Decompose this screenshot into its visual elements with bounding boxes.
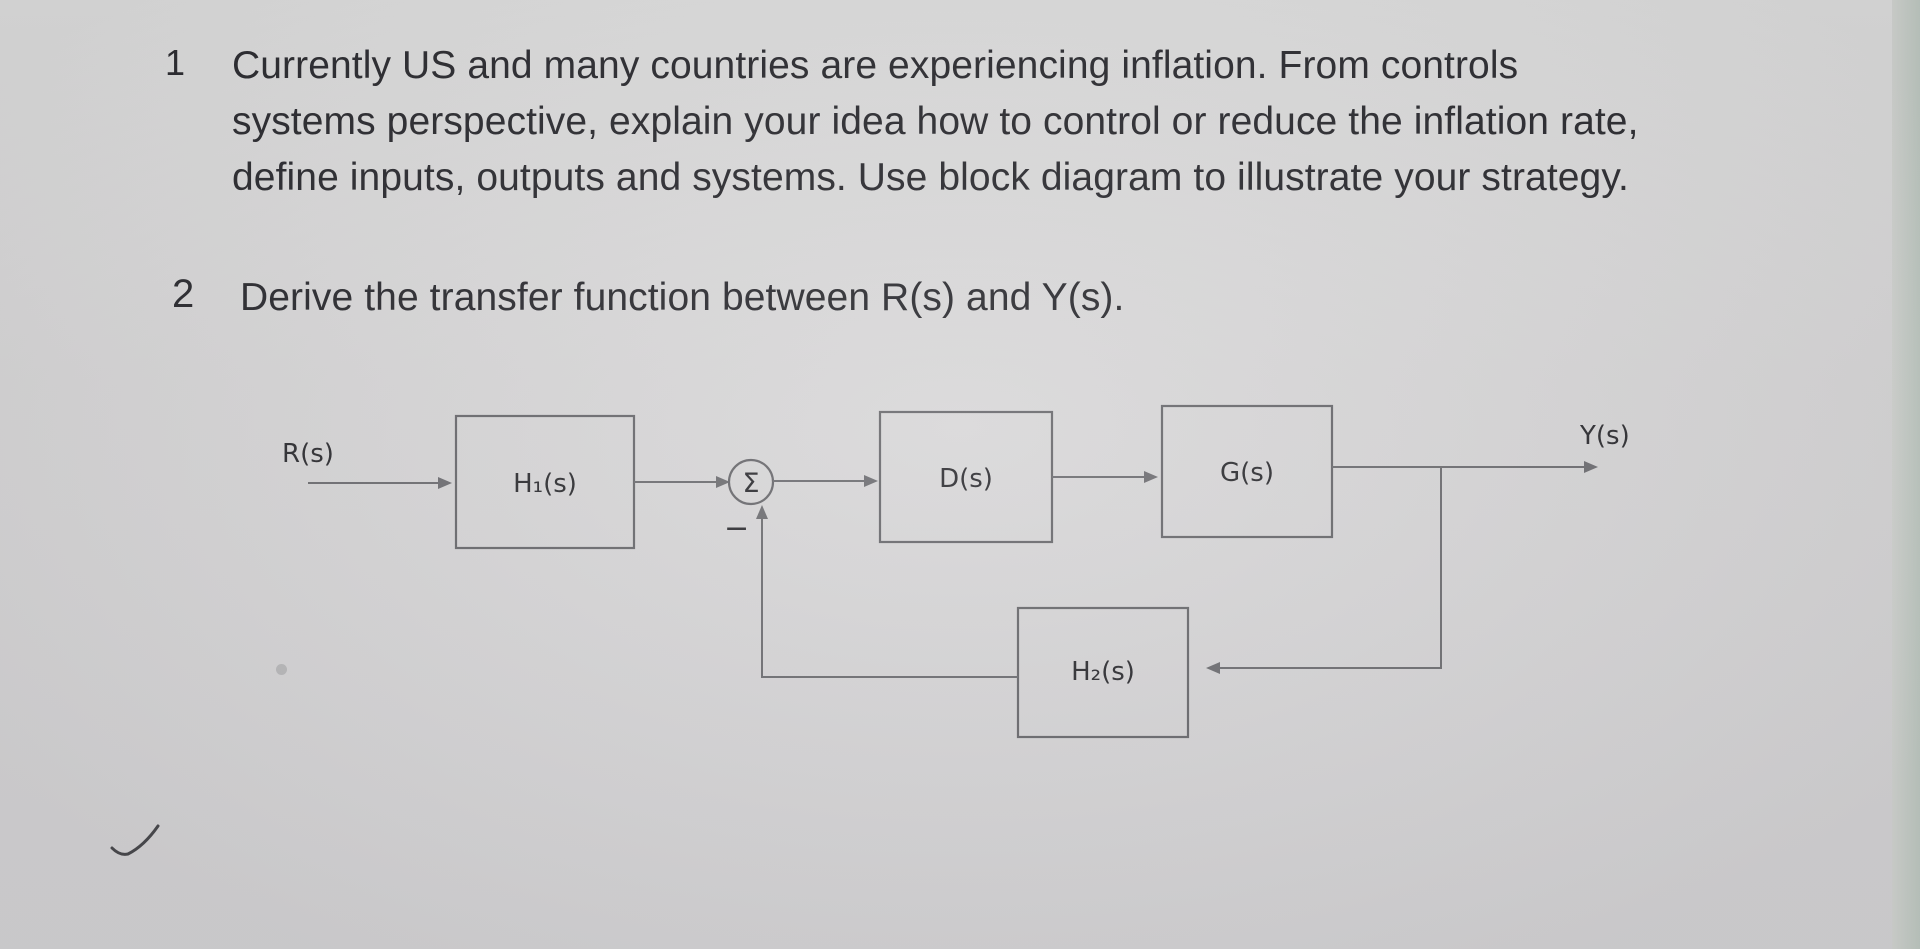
h2-block-label: H₂(s) [1071, 657, 1135, 687]
g-block [1160, 404, 1334, 539]
question-1-line-3: define inputs, outputs and systems. Use … [232, 156, 1629, 199]
question-1-line-2: systems perspective, explain your idea h… [232, 100, 1639, 143]
d-block-label: D(s) [939, 464, 993, 494]
h2-block [1016, 606, 1190, 739]
feedback-minus-sign: − [724, 511, 749, 546]
d-input-arrow-icon [864, 475, 878, 487]
g-input-arrow-icon [1144, 471, 1158, 483]
question-1-number: 1 [165, 42, 186, 83]
pencil-tick-mark [110, 824, 160, 856]
h1-block-label: H₁(s) [513, 469, 577, 499]
question-1-text: Currently US and many countries are expe… [232, 38, 1792, 206]
h2-input-arrow-icon [1206, 662, 1220, 674]
feedback-pickoff-line [1218, 467, 1442, 669]
feedback-arrow-icon [756, 505, 768, 519]
output-label: Y(s) [1579, 421, 1630, 451]
sum-input-arrow-icon [716, 476, 730, 488]
feedback-return-line [761, 518, 1018, 678]
output-arrow-icon [1584, 461, 1598, 473]
g-block-label: G(s) [1220, 458, 1274, 488]
summing-symbol-icon: Σ [742, 468, 759, 499]
input-arrow-icon [438, 477, 452, 489]
question-2-text: Derive the transfer function between R(s… [240, 276, 1125, 319]
question-1-line-1: Currently US and many countries are expe… [232, 44, 1519, 87]
right-edge-strip [1892, 0, 1920, 949]
input-label: R(s) [282, 439, 334, 469]
question-2-number: 2 [172, 272, 195, 316]
paper-speck [276, 664, 287, 675]
